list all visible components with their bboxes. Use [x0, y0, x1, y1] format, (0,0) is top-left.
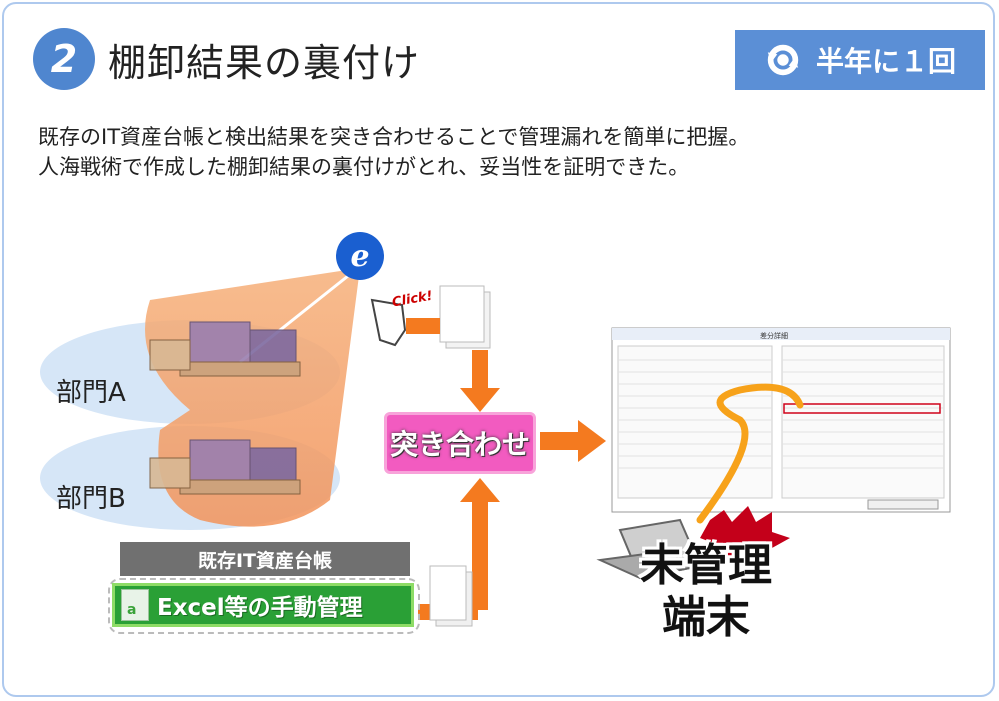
ledger-header: 既存IT資産台帳	[120, 542, 410, 576]
diff-window	[611, 327, 951, 513]
svg-text:e: e	[350, 239, 369, 274]
laptop-icon	[596, 518, 704, 580]
ledger-body: a Excel等の手動管理	[112, 583, 414, 627]
match-box: 突き合わせ	[384, 412, 536, 474]
page-title: 棚卸結果の裏付け	[108, 41, 421, 85]
window-title: 差分詳細	[760, 332, 788, 340]
scanner-logo-icon	[336, 232, 384, 280]
computer-icon	[149, 439, 301, 495]
computer-icon	[149, 321, 301, 377]
alert-burst	[700, 506, 790, 560]
ledger-body-label: Excel等の手動管理	[157, 595, 363, 621]
description-line-1: 既存のIT資産台帳と検出結果を突き合わせることで管理漏れを簡単に把握。	[38, 125, 750, 149]
unmanaged-line-2: 端末	[662, 592, 750, 643]
department-a-label: 部門A	[56, 378, 126, 408]
cycle-icon	[767, 44, 799, 76]
ledger-frame	[108, 578, 420, 634]
frequency-label: 半年に１回	[815, 45, 956, 78]
unmanaged-line-1: 未管理	[640, 540, 772, 591]
click-hand-icon	[370, 298, 407, 347]
step-number-badge: 2	[33, 28, 95, 90]
department-b-label: 部門B	[56, 484, 126, 514]
spreadsheet-icon: a	[121, 589, 149, 621]
document-stack-icon	[429, 565, 473, 627]
unmanaged-label: 未管理 端末	[640, 540, 772, 644]
description: 既存のIT資産台帳と検出結果を突き合わせることで管理漏れを簡単に把握。 人海戦術…	[38, 122, 749, 182]
frequency-badge: 半年に１回	[735, 30, 985, 90]
callout-curve	[696, 383, 804, 524]
document-stack-icon	[439, 285, 491, 349]
description-line-2: 人海戦術で作成した棚卸結果の裏付けがとれ、妥当性を証明できた。	[38, 155, 690, 179]
